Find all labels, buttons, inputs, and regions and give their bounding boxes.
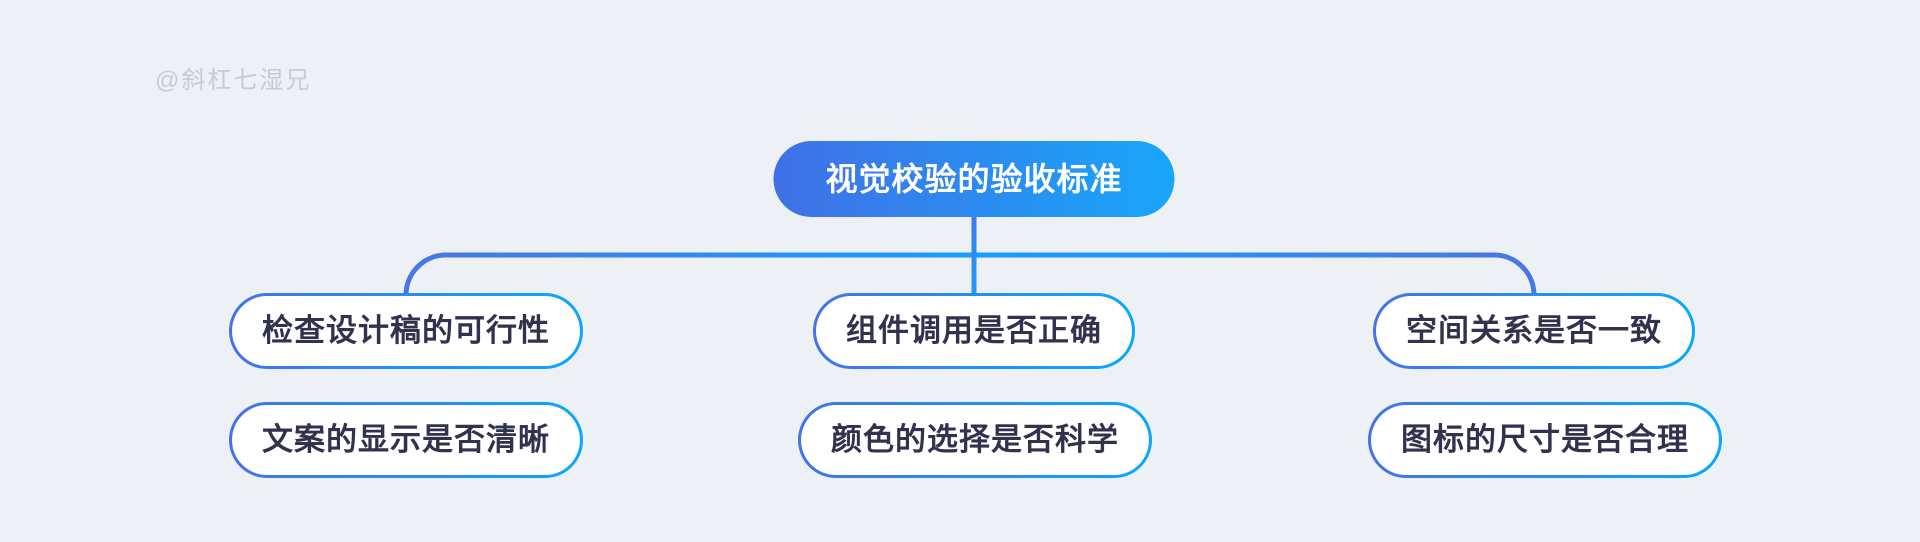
node-icon-size[interactable]: 图标的尺寸是否合理 [1368, 402, 1722, 478]
connector-branch-left [403, 252, 977, 298]
node-text-clarity[interactable]: 文案的显示是否清晰 [229, 402, 583, 478]
node-design-feasibility[interactable]: 检查设计稿的可行性 [229, 293, 583, 369]
watermark-text: @斜杠七湿兄 [155, 67, 312, 94]
node-component-usage[interactable]: 组件调用是否正确 [813, 293, 1135, 369]
node-label: 文案的显示是否清晰 [232, 405, 580, 475]
node-label: 组件调用是否正确 [816, 296, 1132, 366]
node-label: 图标的尺寸是否合理 [1371, 405, 1719, 475]
node-label: 颜色的选择是否科学 [801, 405, 1149, 475]
node-label: 空间关系是否一致 [1376, 296, 1692, 366]
node-spatial-consistency[interactable]: 空间关系是否一致 [1373, 293, 1695, 369]
root-node[interactable]: 视觉校验的验收标准 [773, 141, 1175, 217]
node-color-choice[interactable]: 颜色的选择是否科学 [798, 402, 1152, 478]
connector-branch-right [971, 252, 1537, 298]
node-label: 检查设计稿的可行性 [232, 296, 580, 366]
